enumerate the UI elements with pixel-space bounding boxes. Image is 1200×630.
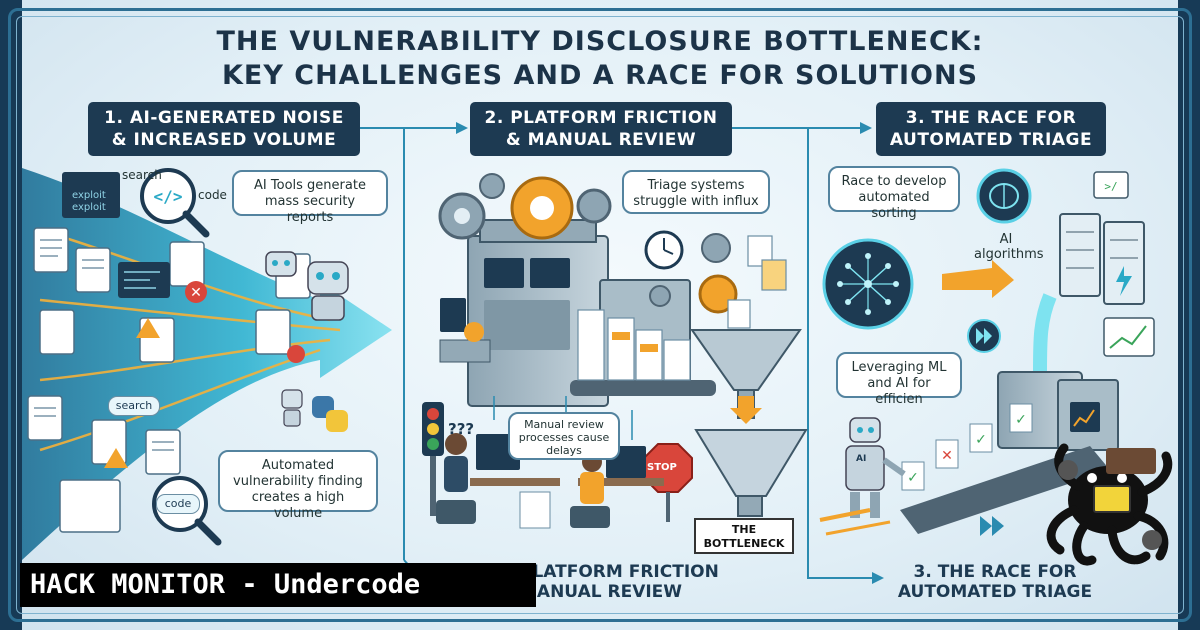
section-3-header-line-1: 3. THE RACE FOR	[905, 108, 1077, 128]
section-2-header: 2. PLATFORM FRICTION & MANUAL REVIEW	[470, 102, 732, 156]
svg-text:✕: ✕	[941, 448, 953, 464]
orange-arrow	[942, 260, 1014, 298]
section-3-footer: 3. THE RACE FOR AUTOMATED TRIAGE	[888, 562, 1102, 602]
section-1-header-line-2: & INCREASED VOLUME	[111, 130, 337, 150]
paper-stacks	[577, 309, 691, 381]
bottleneck-label: THE BOTTLENECK	[694, 518, 794, 554]
warning-icon-2	[104, 448, 128, 468]
error-x-icon	[185, 281, 207, 303]
triage-struggle-bubble: Triage systems struggle with influx	[622, 170, 770, 214]
section-3-footer-line-1: 3. THE RACE FOR	[913, 562, 1077, 582]
server-rack-icon	[1059, 213, 1145, 305]
leveraging-ml-bubble: Leveraging ML and AI for efficien	[836, 352, 962, 407]
exploit-label-b: exploit	[72, 202, 106, 213]
section-3-header: 3. THE RACE FOR AUTOMATED TRIAGE	[876, 102, 1106, 156]
svg-text:</>: </>	[154, 187, 183, 206]
gear-icons	[438, 173, 738, 342]
svg-text:✓: ✓	[975, 432, 987, 448]
svg-text:✕: ✕	[190, 285, 202, 301]
title-line-1: THE VULNERABILITY DISCLOSURE BOTTLENECK:	[216, 26, 984, 57]
small-robot-icon	[281, 389, 303, 427]
section-2-header-line-1: 2. PLATFORM FRICTION	[484, 108, 718, 128]
right-border	[1178, 0, 1200, 630]
bottleneck-line-1: THE	[731, 523, 757, 536]
error-x-icon-2	[287, 345, 305, 363]
code-label-top: code	[198, 188, 227, 202]
python-logo-icon	[312, 396, 348, 432]
search-label-top: search	[122, 168, 162, 182]
confused-question-marks: ???	[448, 420, 475, 438]
magnifier-code-icon	[140, 168, 196, 224]
stream-lines	[39, 228, 341, 452]
ai-algorithms-line-2: algorithms	[974, 247, 1044, 262]
funnel-icon	[690, 329, 808, 517]
hack-monitor-watermark: HACK MONITOR - Undercode	[20, 563, 536, 607]
exploit-screen	[62, 172, 120, 218]
traffic-light-icon	[422, 402, 444, 516]
svg-text:✓: ✓	[907, 470, 919, 486]
terminal-icon	[1093, 171, 1129, 199]
ai-tools-bubble: AI Tools generate mass security reports	[232, 170, 388, 225]
exploit-label-a: exploit	[72, 190, 106, 201]
ai-algorithms-label: AI algorithms	[974, 232, 1044, 262]
left-border	[0, 0, 22, 630]
code-badge: code	[156, 494, 200, 514]
speed-lines	[819, 508, 871, 522]
section-3-footer-line-2: AUTOMATED TRIAGE	[897, 582, 1093, 602]
search-badge: search	[108, 396, 160, 416]
bottleneck-line-2: BOTTLENECK	[703, 537, 785, 550]
doc-lines	[34, 239, 174, 451]
flow-connector-2	[732, 127, 872, 579]
robot-icon	[265, 251, 349, 321]
svg-text:>/: >/	[1104, 180, 1117, 193]
stop-sign-text: STOP	[647, 462, 677, 473]
svg-text:✓: ✓	[1015, 412, 1027, 428]
ai-algorithms-line-1: AI	[999, 232, 1013, 247]
chart-monitor-icon	[1103, 317, 1155, 357]
fast-forward-small-icon	[980, 516, 1004, 536]
title-line-2: KEY CHALLENGES AND A RACE FOR SOLUTIONS	[221, 60, 979, 91]
robot-ai-badge: AI	[856, 454, 867, 464]
manual-review-bubble: Manual review processes cause delays	[508, 412, 620, 460]
undercode-octopus-logo	[1046, 443, 1173, 566]
section-2-footer: PLATFORM FRICTION MANUAL REVIEW	[520, 562, 720, 602]
warning-icon	[136, 318, 160, 338]
sorting-robot	[845, 417, 906, 518]
section-3-header-line-2: AUTOMATED TRIAGE	[889, 130, 1093, 150]
race-develop-bubble: Race to develop automated sorting	[828, 166, 960, 221]
neural-network-icon	[822, 238, 914, 330]
section-2-footer-line-1: PLATFORM FRICTION	[520, 562, 719, 582]
section-2-footer-line-2: MANUAL REVIEW	[520, 582, 683, 602]
data-pipe	[1033, 293, 1057, 373]
code-screen-lines	[124, 271, 160, 289]
brain-icon	[976, 168, 1032, 224]
automated-finding-bubble: Automated vulnerability finding creates …	[218, 450, 378, 521]
section-2-header-line-2: & MANUAL REVIEW	[505, 130, 697, 150]
section-1-header: 1. AI-GENERATED NOISE & INCREASED VOLUME	[88, 102, 360, 156]
section-1-header-line-1: 1. AI-GENERATED NOISE	[104, 108, 344, 128]
conveyor-belt	[570, 380, 716, 396]
falling-docs	[727, 235, 787, 329]
